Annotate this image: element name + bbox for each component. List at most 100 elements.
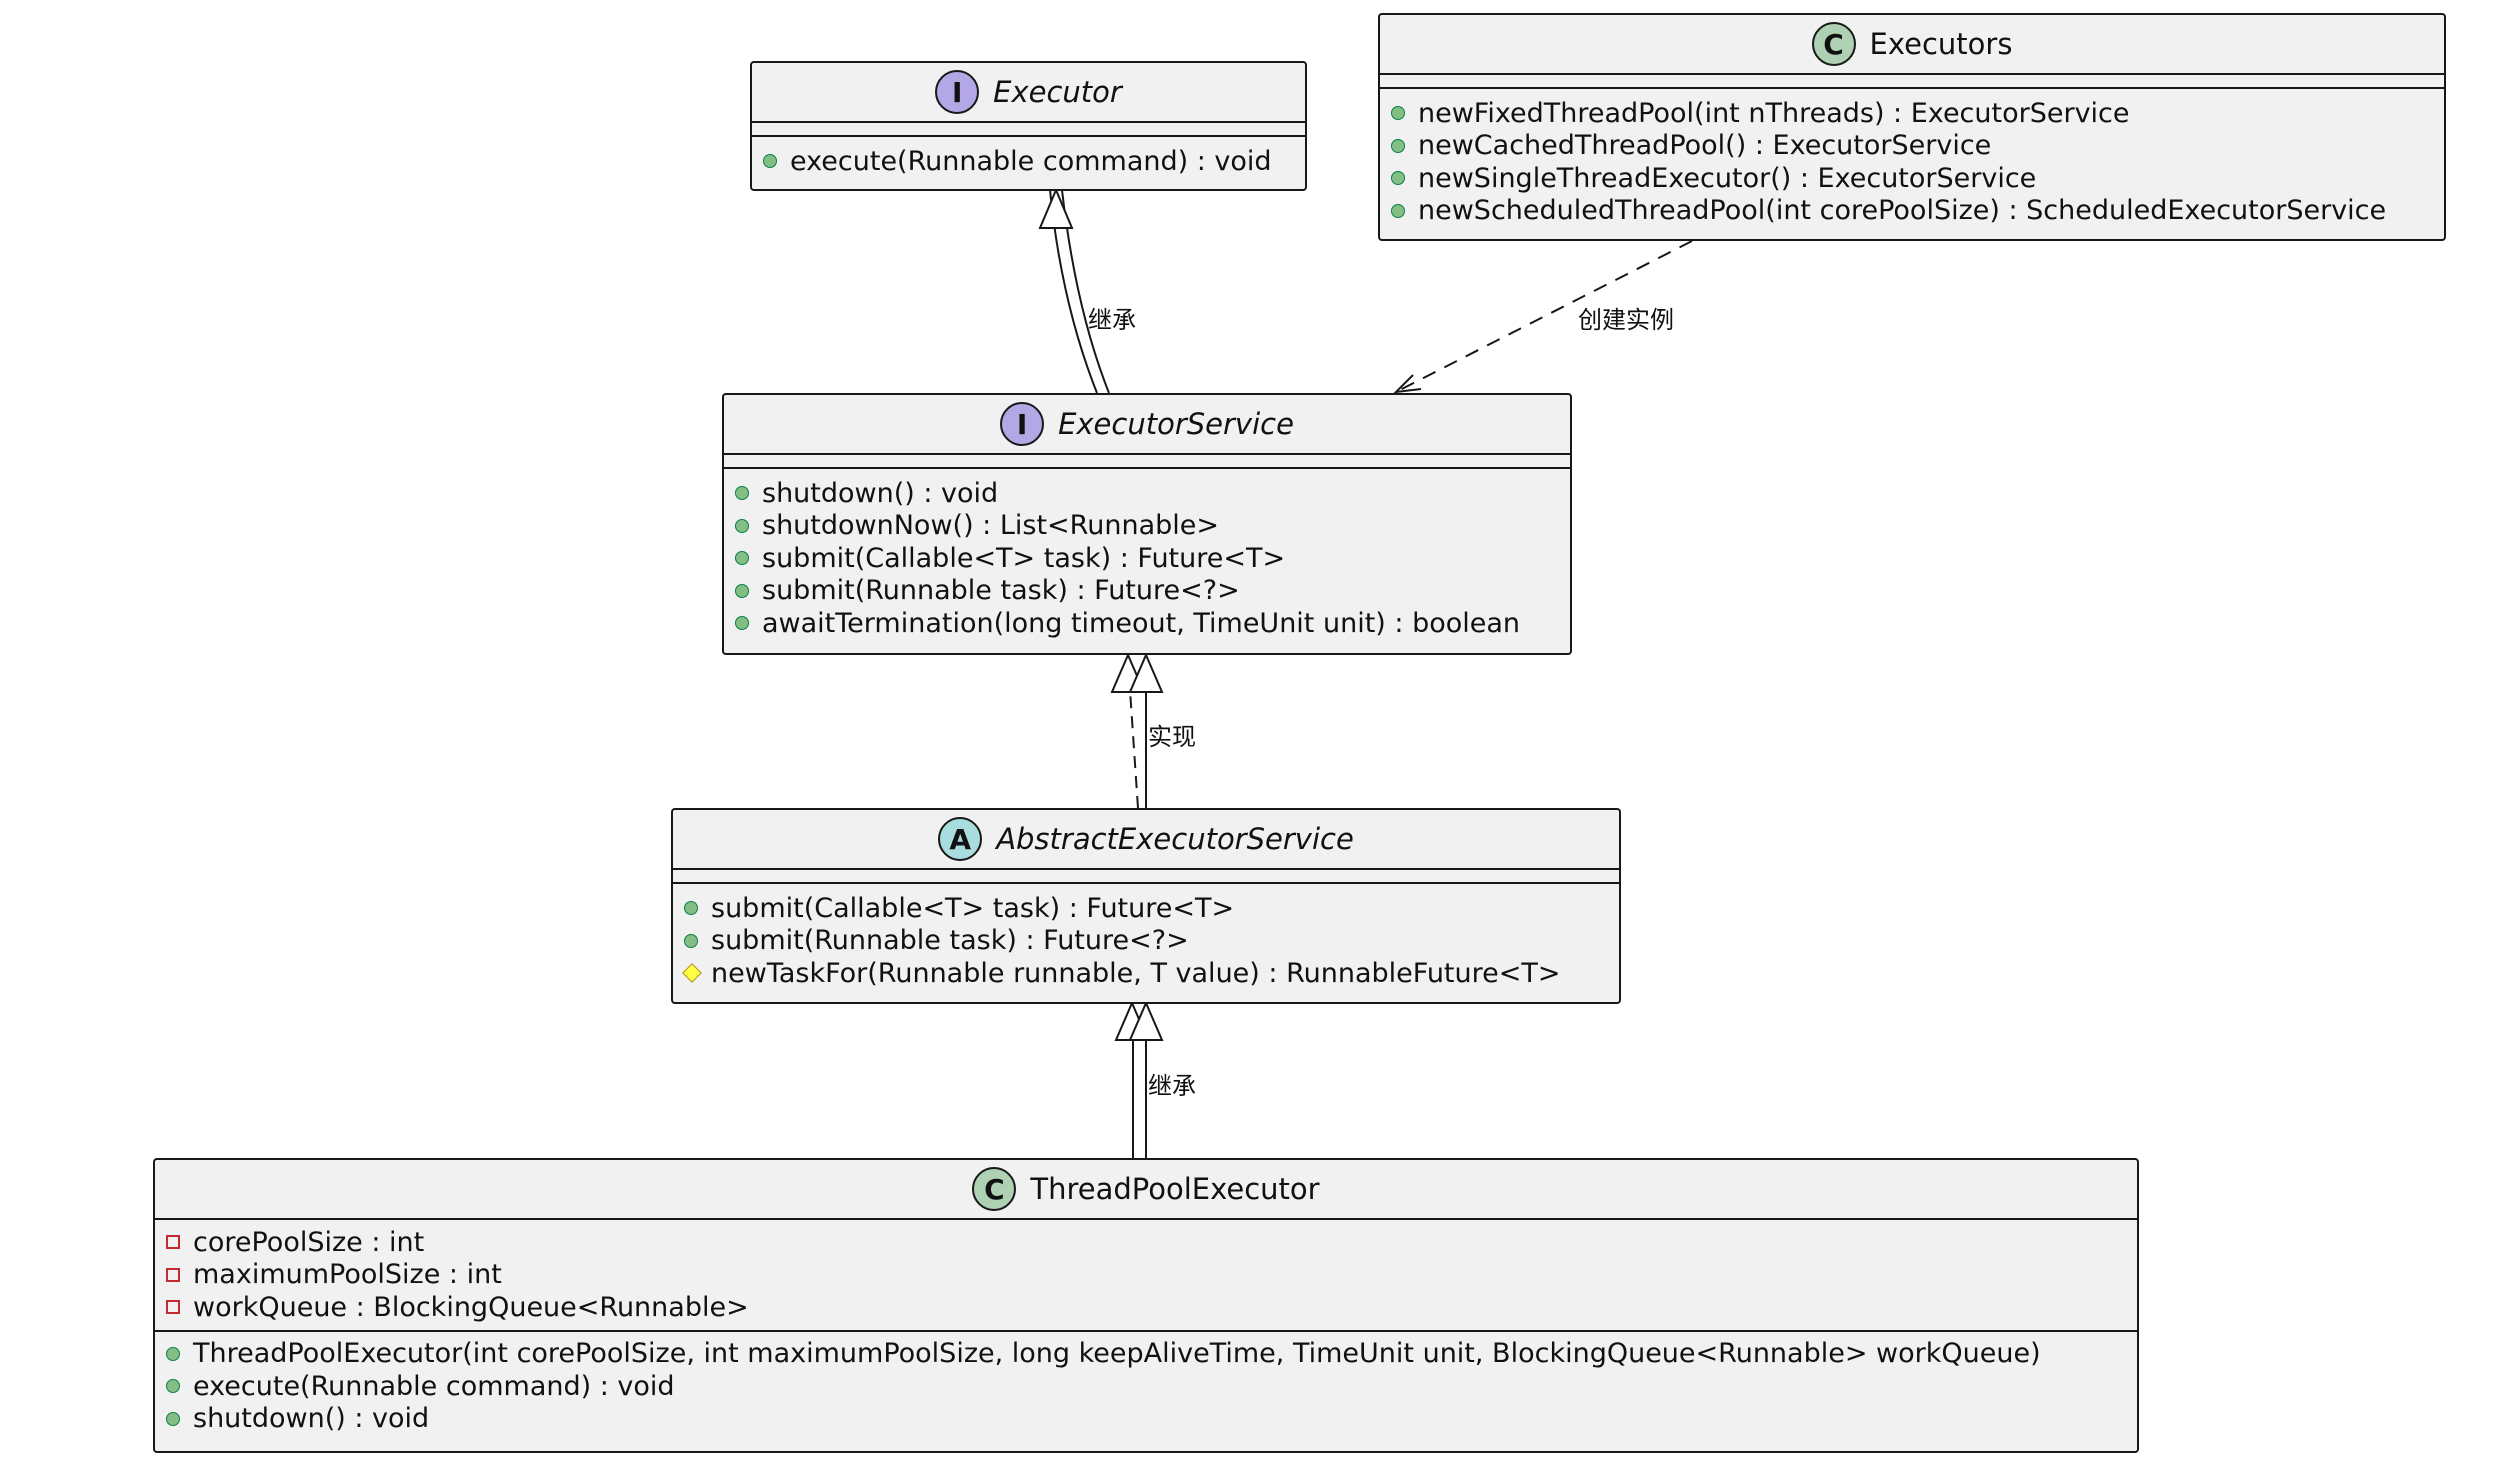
method-text: awaitTermination(long timeout, TimeUnit … — [762, 607, 1521, 639]
class-icon: C — [1811, 22, 1856, 66]
method-text: submit(Callable<T> task) : Future<T> — [762, 542, 1286, 574]
public-method-icon — [166, 1346, 180, 1361]
edge-executorservice-executor-arrowhead — [1038, 187, 1074, 229]
edge-label-abstract-executorservice: 实现 — [1148, 723, 1196, 751]
method-text: newTaskFor(Runnable runnable, T value) :… — [711, 957, 1561, 989]
class-header-executors: C Executors — [1380, 15, 2444, 75]
method-row: submit(Runnable task) : Future<?> — [683, 925, 1619, 958]
method-text: shutdownNow() : List<Runnable> — [762, 510, 1219, 542]
field-row: workQueue : BlockingQueue<Runnable> — [165, 1291, 2137, 1324]
class-box-executor[interactable]: I Executor execute(Runnable command) : v… — [750, 61, 1307, 191]
method-row: submit(Callable<T> task) : Future<T> — [734, 542, 1570, 575]
field-row: corePoolSize : int — [165, 1226, 2137, 1259]
edge-executorservice-executor-line-a — [1049, 189, 1098, 394]
edge-label-executors-executorservice: 创建实例 — [1578, 306, 1674, 334]
class-name-thread-pool-executor: ThreadPoolExecutor — [1030, 1172, 1320, 1206]
fields-compartment-thread-pool-executor: corePoolSize : int maximumPoolSize : int… — [155, 1220, 2137, 1332]
method-row: newCachedThreadPool() : ExecutorService — [1390, 130, 2444, 163]
public-method-icon — [1391, 203, 1405, 218]
method-text: execute(Runnable command) : void — [193, 1370, 675, 1402]
methods-compartment-thread-pool-executor: ThreadPoolExecutor(int corePoolSize, int… — [155, 1332, 2137, 1442]
protected-method-icon — [682, 963, 702, 984]
edge-label-executorservice-executor: 继承 — [1088, 306, 1136, 334]
edge-threadpool-abstract-arrowhead-b — [1128, 1000, 1164, 1041]
method-text: shutdown() : void — [193, 1403, 430, 1435]
interface-icon: I — [935, 70, 980, 114]
class-box-thread-pool-executor[interactable]: C ThreadPoolExecutor corePoolSize : int … — [153, 1158, 2139, 1453]
methods-compartment-executor: execute(Runnable command) : void — [752, 137, 1305, 184]
method-text: newCachedThreadPool() : ExecutorService — [1418, 130, 1992, 162]
method-text: submit(Runnable task) : Future<?> — [711, 925, 1189, 957]
public-method-icon — [684, 933, 698, 948]
fields-compartment-executor-service — [724, 455, 1570, 469]
class-icon: C — [972, 1167, 1017, 1211]
method-row: shutdown() : void — [734, 477, 1570, 510]
method-text: submit(Runnable task) : Future<?> — [762, 575, 1240, 607]
method-row: newScheduledThreadPool(int corePoolSize)… — [1390, 195, 2444, 228]
class-name-executors: Executors — [1869, 27, 2013, 61]
method-row: execute(Runnable command) : void — [165, 1370, 2137, 1403]
method-text: ThreadPoolExecutor(int corePoolSize, int… — [193, 1338, 2041, 1370]
public-method-icon — [735, 616, 749, 631]
public-method-icon — [735, 583, 749, 598]
public-method-icon — [735, 486, 749, 501]
public-method-icon — [763, 154, 777, 169]
method-text: submit(Callable<T> task) : Future<T> — [711, 892, 1235, 924]
abstract-class-icon: A — [938, 817, 983, 861]
edge-executorservice-executor-line-b — [1061, 189, 1110, 394]
method-text: shutdown() : void — [762, 477, 999, 509]
method-row: newSingleThreadExecutor() : ExecutorServ… — [1390, 162, 2444, 195]
public-method-icon — [1391, 106, 1405, 121]
class-header-abstract-executor-service: A AbstractExecutorService — [673, 810, 1619, 870]
public-method-icon — [166, 1411, 180, 1426]
method-row: shutdownNow() : List<Runnable> — [734, 510, 1570, 543]
edge-threadpool-abstract-arrowhead-a — [1114, 1000, 1150, 1041]
method-row: execute(Runnable command) : void — [762, 145, 1305, 178]
method-row: newTaskFor(Runnable runnable, T value) :… — [682, 957, 1619, 990]
class-name-executor-service: ExecutorService — [1058, 407, 1294, 441]
edge-abstract-executorservice-arrowhead-b — [1128, 652, 1164, 693]
class-box-abstract-executor-service[interactable]: A AbstractExecutorService submit(Callabl… — [671, 808, 1621, 1004]
class-name-abstract-executor-service: AbstractExecutorService — [996, 822, 1354, 856]
public-method-icon — [166, 1379, 180, 1394]
method-row: awaitTermination(long timeout, TimeUnit … — [734, 607, 1570, 640]
class-name-executor: Executor — [993, 75, 1122, 109]
method-text: newFixedThreadPool(int nThreads) : Execu… — [1418, 97, 2130, 129]
field-text: corePoolSize : int — [193, 1226, 425, 1258]
method-row: newFixedThreadPool(int nThreads) : Execu… — [1390, 97, 2444, 130]
method-text: newSingleThreadExecutor() : ExecutorServ… — [1418, 162, 2037, 194]
private-field-icon — [166, 1235, 180, 1250]
method-text: newScheduledThreadPool(int corePoolSize)… — [1418, 195, 2387, 227]
fields-compartment-abstract-executor-service — [673, 870, 1619, 884]
methods-compartment-executors: newFixedThreadPool(int nThreads) : Execu… — [1380, 89, 2444, 233]
method-row: shutdown() : void — [165, 1403, 2137, 1436]
methods-compartment-abstract-executor-service: submit(Callable<T> task) : Future<T> sub… — [673, 884, 1619, 996]
public-method-icon — [1391, 171, 1405, 186]
edge-abstract-executorservice-arrowhead-a — [1110, 652, 1146, 693]
field-text: maximumPoolSize : int — [193, 1259, 502, 1291]
class-box-executor-service[interactable]: I ExecutorService shutdown() : void shut… — [722, 393, 1572, 655]
method-row: ThreadPoolExecutor(int corePoolSize, int… — [165, 1338, 2137, 1371]
method-row: submit(Runnable task) : Future<?> — [734, 575, 1570, 608]
interface-icon: I — [1000, 402, 1045, 446]
private-field-icon — [166, 1300, 180, 1315]
methods-compartment-executor-service: shutdown() : void shutdownNow() : List<R… — [724, 469, 1570, 646]
class-box-executors[interactable]: C Executors newFixedThreadPool(int nThre… — [1378, 13, 2446, 241]
private-field-icon — [166, 1267, 180, 1282]
edge-executors-executorservice-arrowhead — [1393, 374, 1422, 394]
class-header-thread-pool-executor: C ThreadPoolExecutor — [155, 1160, 2137, 1220]
class-header-executor: I Executor — [752, 63, 1305, 123]
public-method-icon — [684, 901, 698, 916]
edge-label-threadpool-abstract: 继承 — [1148, 1072, 1196, 1100]
public-method-icon — [735, 551, 749, 566]
field-row: maximumPoolSize : int — [165, 1259, 2137, 1292]
fields-compartment-executors — [1380, 75, 2444, 89]
method-row: submit(Callable<T> task) : Future<T> — [683, 892, 1619, 925]
class-header-executor-service: I ExecutorService — [724, 395, 1570, 455]
fields-compartment-executor — [752, 123, 1305, 137]
field-text: workQueue : BlockingQueue<Runnable> — [193, 1291, 749, 1323]
public-method-icon — [1391, 138, 1405, 153]
method-text: execute(Runnable command) : void — [790, 145, 1272, 177]
edge-abstract-executorservice-dashed — [1129, 689, 1139, 809]
public-method-icon — [735, 518, 749, 533]
